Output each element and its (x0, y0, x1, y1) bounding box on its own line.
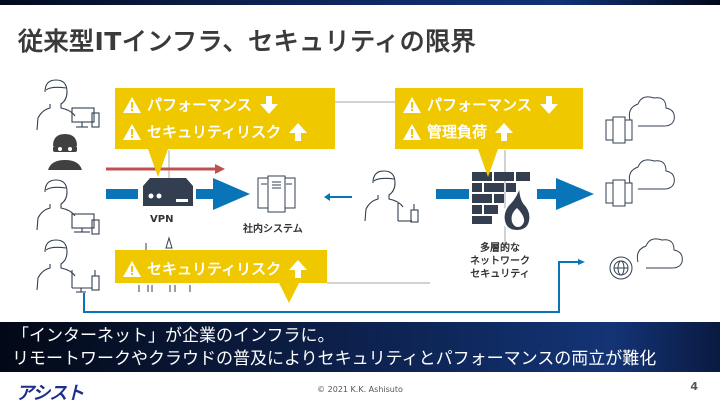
remote-user-icon-1 (36, 79, 100, 131)
callout-pointer (279, 283, 299, 303)
callout-internet-issues: セキュリティリスク (115, 250, 327, 303)
warning-icon (403, 96, 421, 113)
internal-server-icon (257, 175, 296, 213)
firewall-label: 多層的な ネットワーク セキュリティ (465, 242, 535, 281)
callout-row: 管理負荷 (403, 121, 514, 142)
warning-icon (123, 96, 141, 113)
office-user-icon (364, 170, 419, 223)
top-decorative-band (0, 0, 720, 5)
attack-arrowhead (215, 164, 225, 174)
warning-icon (123, 260, 141, 277)
callout-pointer (148, 149, 168, 177)
callout-firewall-issues: パフォーマンス 管理負荷 (395, 88, 583, 177)
callout-text: 管理負荷 (427, 123, 488, 141)
firewall-label-line-3: セキュリティ (470, 269, 530, 280)
flow-bar-firewall-out (537, 189, 557, 199)
warning-icon (403, 123, 421, 140)
callout-row: パフォーマンス (403, 94, 558, 115)
flow-arrowhead-small (324, 193, 330, 201)
callout-vpn-issues: パフォーマンス セキュリティリスク (115, 88, 335, 177)
key-message-line-1: 「インターネット」が企業のインフラに。 (12, 326, 335, 346)
callout-pointer (478, 149, 498, 177)
network-tower-icon (138, 236, 191, 292)
arrow-down-icon (539, 95, 558, 114)
internet-flow-arrowhead (578, 259, 585, 265)
copyright-text: © 2021 K.K. Ashisuto (317, 385, 403, 394)
flow-arrowhead-to-cloud (556, 178, 594, 210)
cloud-server-icon-1 (605, 96, 675, 144)
flow-bar-left (106, 189, 138, 199)
remote-user-icon-3 (36, 239, 100, 293)
callout-text: パフォーマンス (147, 96, 252, 114)
arrow-up-icon (289, 122, 308, 141)
remote-user-icon-2 (36, 179, 100, 235)
callout-text: セキュリティリスク (147, 123, 282, 141)
callout-text: パフォーマンス (427, 96, 532, 114)
page-number: 4 (690, 380, 698, 393)
slide-title: 従来型ITインフラ、セキュリティの限界 (18, 27, 477, 56)
flow-arrowhead-to-system (213, 178, 250, 210)
internet-flow-line (83, 261, 578, 313)
callout-row: セキュリティリスク (123, 121, 308, 142)
arrow-up-icon (289, 259, 308, 278)
cloud-server-icon-2 (605, 159, 675, 207)
company-logo: アシスト (16, 383, 84, 404)
warning-icon (123, 123, 141, 140)
callout-row: パフォーマンス (123, 94, 278, 115)
infrastructure-diagram (36, 79, 683, 313)
callout-text: セキュリティリスク (147, 260, 282, 278)
firewall-icon (472, 172, 532, 233)
firewall-label-line-1: 多層的な (480, 243, 520, 254)
key-message-band: 「インターネット」が企業のインフラに。 リモートワークやクラウドの普及によりセキ… (0, 322, 720, 372)
callout-row: セキュリティリスク (123, 258, 308, 279)
internal-system-label: 社内システム (243, 224, 303, 235)
vpn-label: VPN (150, 214, 174, 225)
cloud-internet-icon (609, 238, 683, 280)
key-message-line-2: リモートワークやクラウドの普及によりセキュリティとパフォーマンスの両立が難化 (12, 349, 657, 369)
attacker-icon (48, 134, 82, 170)
flow-bar-to-firewall (436, 189, 469, 199)
firewall-label-line-2: ネットワーク (470, 256, 530, 267)
vpn-device-icon (143, 178, 193, 206)
arrow-up-icon (495, 122, 514, 141)
arrow-down-icon (259, 95, 278, 114)
flow-bar-vpn-out (196, 189, 214, 199)
